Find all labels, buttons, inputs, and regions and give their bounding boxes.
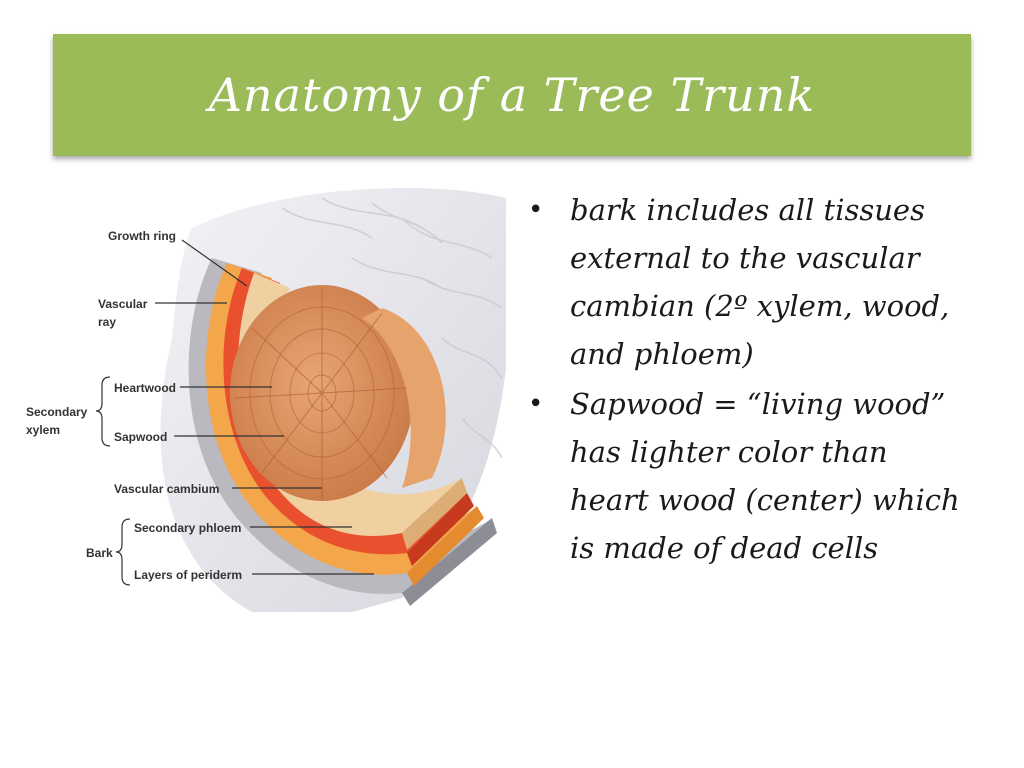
bullet-item: • Sapwood = “living wood” has lighter co… [528, 380, 968, 572]
label-sapwood: Sapwood [114, 430, 167, 444]
bullet-icon: • [528, 389, 544, 419]
label-secondary-phloem: Secondary phloem [134, 521, 241, 535]
bullet-item: • bark includes all tissues external to … [528, 186, 968, 378]
label-growth-ring: Growth ring [108, 229, 176, 243]
slide-title: Anatomy of a Tree Trunk [208, 68, 816, 122]
label-bark: Bark [86, 546, 113, 560]
label-vascular-cambium: Vascular cambium [114, 482, 219, 496]
label-secondary-xylem-1: Secondary [26, 405, 88, 419]
bullet-text: bark includes all tissues external to th… [570, 193, 950, 371]
bullet-list: • bark includes all tissues external to … [528, 186, 968, 574]
label-vascular-ray-2: ray [98, 315, 116, 329]
title-bar: Anatomy of a Tree Trunk [53, 34, 971, 156]
bullet-icon: • [528, 195, 544, 225]
label-heartwood: Heartwood [114, 381, 176, 395]
tree-trunk-diagram: Growth ring Vascular ray Secondary xylem… [22, 188, 506, 612]
label-secondary-xylem-2: xylem [26, 423, 60, 437]
bullet-text: Sapwood = “living wood” has lighter colo… [570, 387, 960, 565]
label-vascular-ray-1: Vascular [98, 297, 148, 311]
label-periderm: Layers of periderm [134, 568, 242, 582]
